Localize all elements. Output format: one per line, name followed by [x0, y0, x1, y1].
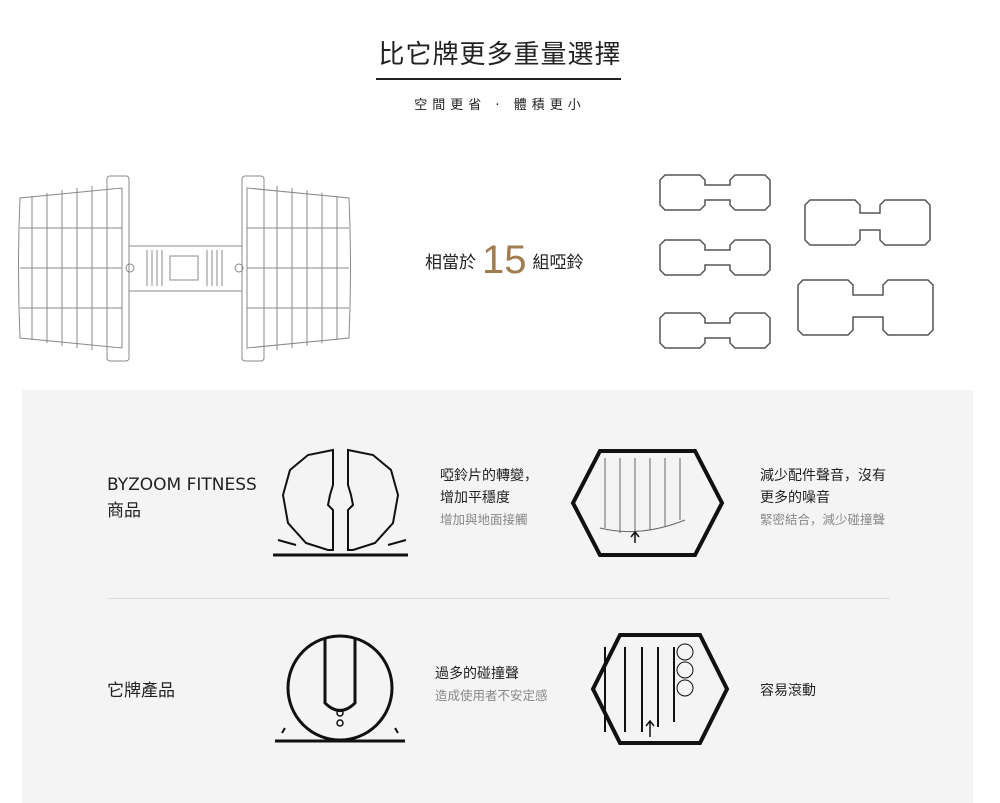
byzoom-row-label: BYZOOM FITNESS 商品 — [107, 472, 257, 524]
dumbbell-set-illustration — [659, 174, 934, 349]
page-title: 比它牌更多重量選擇 — [378, 40, 622, 70]
subtitle: 空間更省 · 體積更小 — [414, 98, 586, 113]
feature-title: 增加平穩度 — [440, 490, 510, 506]
dumbbell-icon — [659, 239, 771, 276]
round-plate-illustration — [275, 634, 405, 743]
feature-noise-reduction: 減少配件聲音，沒有 更多的噪音 緊密結合，減少碰撞聲 — [760, 465, 886, 531]
feature-title: 過多的碰撞聲 — [435, 666, 519, 682]
equivalence-suffix: 組啞鈴 — [532, 253, 584, 273]
equivalence-statement: 相當於 15 組啞鈴 — [425, 238, 584, 283]
other-brand-row-label: 它牌產品 — [107, 678, 175, 704]
feature-title: 更多的噪音 — [760, 490, 830, 506]
flat-plate-illustration — [273, 448, 408, 557]
feature-collision-noise: 過多的碰撞聲 造成使用者不安定感 — [435, 663, 548, 707]
brand-product-label: 商品 — [107, 501, 141, 521]
dumbbell-icon — [659, 174, 771, 211]
loose-fit-hexagon-illustration — [590, 633, 730, 745]
feature-title: 減少配件聲音，沒有 — [760, 468, 886, 484]
feature-desc: 增加與地面接觸 — [440, 512, 528, 527]
feature-desc: 造成使用者不安定感 — [435, 688, 548, 703]
comparison-panel — [22, 390, 973, 803]
feature-title: 容易滾動 — [760, 683, 816, 699]
dumbbell-icon — [797, 279, 934, 336]
brand-name: BYZOOM FITNESS — [107, 475, 257, 495]
dumbbell-icon — [804, 199, 931, 246]
row-divider — [107, 598, 890, 599]
dumbbell-icon — [659, 312, 771, 349]
equivalence-number: 15 — [482, 238, 527, 282]
title-underline — [376, 78, 621, 80]
feature-desc: 緊密結合，減少碰撞聲 — [760, 512, 886, 527]
feature-rolling: 容易滾動 — [760, 680, 816, 702]
tight-fit-hexagon-illustration — [570, 449, 725, 557]
other-brand-label: 它牌產品 — [107, 681, 175, 701]
feature-stability: 啞鈴片的轉變， 增加平穩度 增加與地面接觸 — [440, 465, 538, 531]
adjustable-dumbbell-illustration — [18, 175, 351, 362]
equivalence-prefix: 相當於 — [425, 253, 476, 273]
feature-title: 啞鈴片的轉變， — [440, 468, 538, 484]
